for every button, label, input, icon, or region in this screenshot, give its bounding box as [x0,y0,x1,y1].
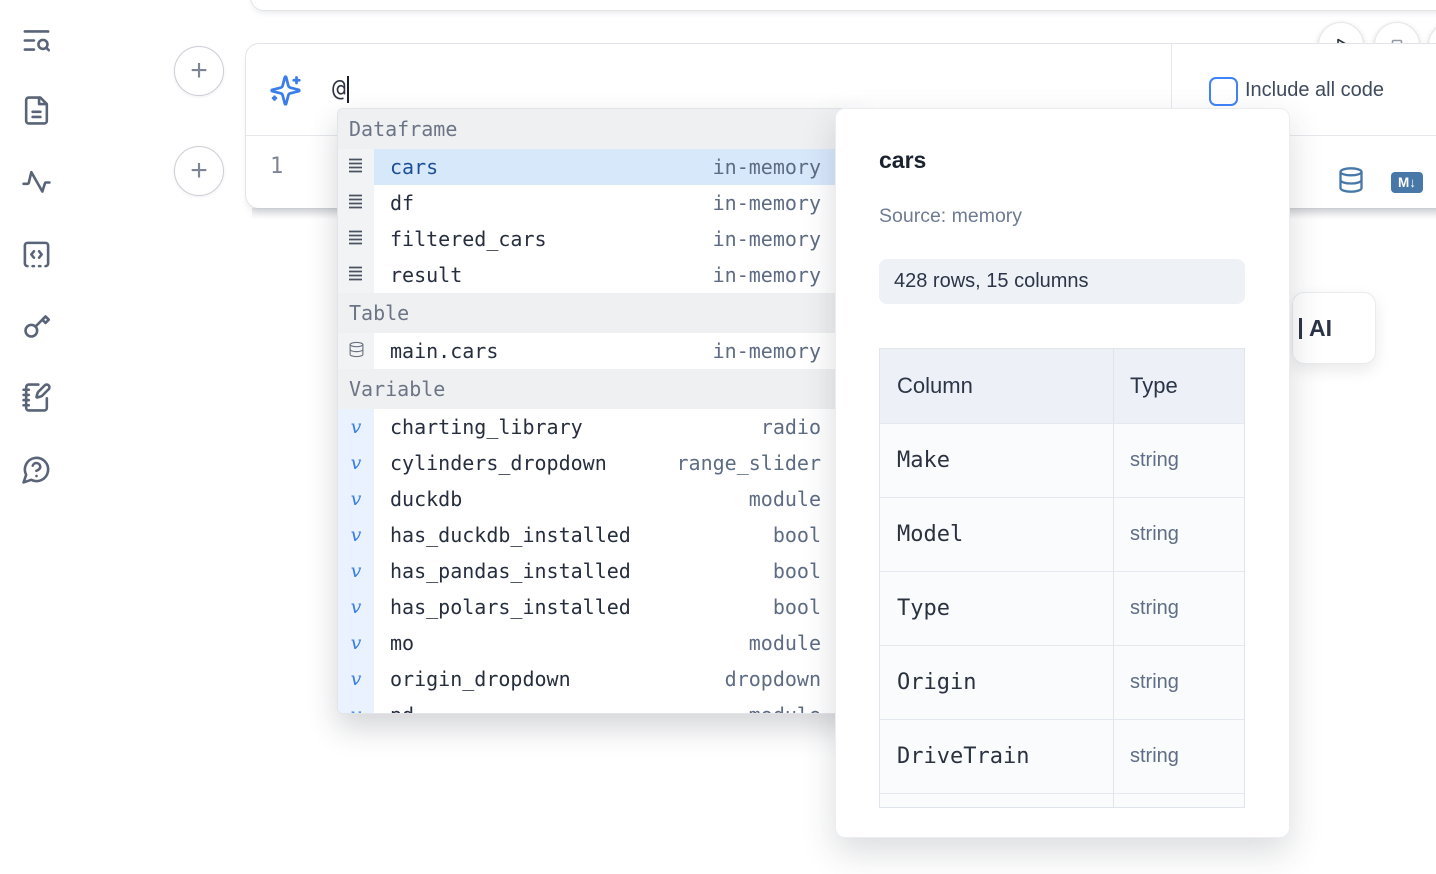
preview-title: cars [879,147,927,173]
help-chat-icon[interactable] [19,452,53,486]
markdown-icon[interactable]: M↓ [1391,172,1423,193]
variable-icon: v [350,632,362,654]
code-editor-row[interactable]: 1 M↓ [246,136,1436,208]
prompt-value: @ [332,76,346,102]
convert-to-sql-database-icon[interactable] [1337,166,1365,199]
ai-button[interactable]: AI [1292,292,1376,364]
left-sidebar [0,0,72,874]
variable-icon: v [350,560,362,582]
schema-row: Make string [880,423,1244,497]
variable-icon: v [350,668,362,690]
file-explorer-icon[interactable] [19,93,53,127]
secrets-key-icon[interactable] [19,308,53,342]
table-of-contents-search-icon[interactable] [19,23,53,57]
sparkles-ai-icon [269,74,302,107]
schema-header-row: Column Type [880,349,1244,423]
section-header-dataframe: Dataframe [338,109,858,149]
schema-row: DriveTrain string [880,719,1244,793]
section-header-variable: Variable [338,369,858,409]
schema-table: Column Type Make string Model string Typ… [879,348,1245,808]
variable-icon: v [351,704,362,713]
schema-row-partial [880,793,1244,807]
dataframe-preview-card: cars Source: memory 428 rows, 15 columns… [835,108,1290,838]
dataframe-icon [347,228,365,250]
notebook-pen-icon[interactable] [19,380,53,414]
ai-button-label: AI [1309,314,1332,341]
dataframe-icon [347,156,365,178]
column-header: Column [897,373,973,398]
variable-icon: v [350,596,362,618]
schema-row: Origin string [880,645,1244,719]
ai-prompt-row: @ Include all code [246,44,1436,135]
add-cell-below-button[interactable]: + [174,146,224,196]
add-cell-above-button[interactable]: + [174,46,224,96]
database-icon [348,341,365,362]
include-all-code-checkbox[interactable] [1209,77,1238,106]
previous-cell-edge [250,0,1436,11]
section-header-table: Table [338,293,858,333]
schema-row: Type string [880,571,1244,645]
dataframe-icon [347,192,365,214]
preview-stats-badge: 428 rows, 15 columns [879,259,1245,304]
variable-icon: v [350,488,362,510]
variable-icon: v [350,524,362,546]
partial-glyph [1299,317,1302,339]
prompt-options-pane: Include all code [1171,44,1436,135]
completion-item-partial[interactable]: v pdmodule [338,697,858,713]
schema-row: Model string [880,497,1244,571]
preview-source: Source: memory [879,205,1023,227]
include-all-code-label: Include all code [1245,79,1384,101]
text-caret [346,76,349,103]
ai-prompt-input[interactable]: @ [332,76,349,103]
scratchpad-icon[interactable] [19,237,53,271]
dataframe-icon [347,264,365,286]
type-header: Type [1113,349,1244,423]
variable-icon: v [350,416,362,438]
variable-icon: v [350,452,362,474]
activity-tracing-icon[interactable] [19,165,53,199]
line-number: 1 [270,154,284,179]
